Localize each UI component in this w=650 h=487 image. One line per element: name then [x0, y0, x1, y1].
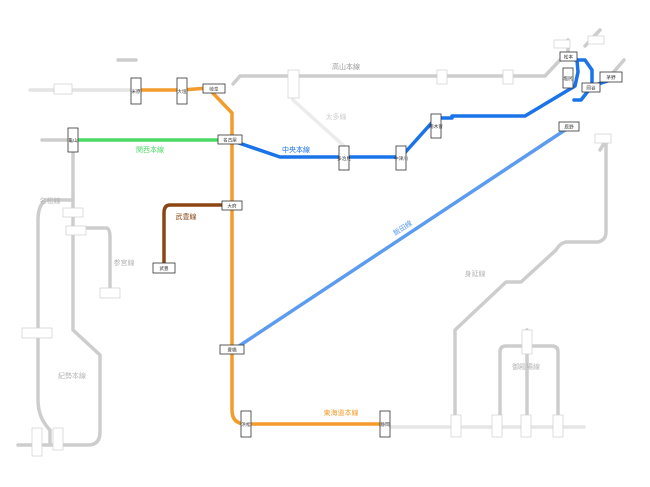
station-okaya[interactable]: 岡谷	[581, 82, 601, 93]
station-ogaki[interactable]: 大垣	[176, 77, 188, 105]
line-labels: 高山本線 太多線 関西本線 中央本線 名松線 参宮線 武豊線 飯田線 紀勢本線 …	[40, 62, 541, 417]
station-matsumoto-label: 松本	[564, 54, 574, 61]
station-hamamatsu[interactable]: 浜松	[240, 410, 252, 438]
dim-stations	[21, 35, 612, 457]
gray-lines	[16, 28, 626, 447]
label-takayama: 高山本線	[332, 62, 360, 71]
station-dim[interactable]	[502, 69, 514, 85]
label-kansai: 関西本線	[136, 145, 164, 154]
station-dim[interactable]	[287, 69, 300, 99]
station-kameyama-label: 亀山	[68, 137, 78, 144]
label-taketoyo: 武豊線	[176, 212, 197, 221]
station-dim[interactable]	[491, 414, 503, 438]
station-dim[interactable]	[552, 414, 564, 438]
station-toyohashi-label: 豊橋	[227, 347, 237, 354]
station-nakatsugawa[interactable]: 中津川	[394, 145, 408, 171]
station-dim[interactable]	[594, 133, 612, 144]
station-taketoyo[interactable]: 武豊	[152, 262, 176, 274]
station-shizuoka[interactable]: 静岡	[379, 410, 391, 438]
label-meisho: 名松線	[40, 196, 61, 205]
station-hamamatsu-label: 浜松	[241, 421, 251, 428]
station-okaya-label: 岡谷	[586, 85, 596, 92]
station-dim[interactable]	[21, 327, 53, 339]
station-dim[interactable]	[587, 35, 605, 45]
station-dim[interactable]	[52, 427, 64, 451]
station-dim[interactable]	[521, 329, 533, 355]
line-sangu[interactable]	[74, 226, 112, 292]
station-dim[interactable]	[520, 414, 532, 438]
station-minamikiso[interactable]: 南木曽	[429, 113, 443, 139]
label-tokaido: 東海道本線	[324, 408, 359, 417]
line-takayama[interactable]	[231, 58, 562, 86]
label-taita: 太多線	[326, 112, 347, 121]
label-sangu: 参宮線	[114, 258, 135, 267]
line-minobu[interactable]	[498, 344, 560, 424]
station-dim[interactable]	[450, 414, 462, 438]
label-gotemba: 御殿場線	[512, 362, 540, 371]
station-maibara[interactable]: 米原	[130, 77, 142, 105]
station-dim[interactable]	[436, 69, 448, 85]
station-nakatsugawa-label: 中津川	[394, 155, 408, 162]
station-matsumoto[interactable]: 松本	[559, 51, 578, 62]
station-dim[interactable]	[553, 39, 571, 49]
station-tatsuno[interactable]: 辰野	[558, 121, 580, 132]
station-nagoya-label: 名古屋	[223, 137, 237, 144]
station-chino[interactable]: 茅野	[599, 71, 623, 83]
station-shiojiri[interactable]: 塩尻	[562, 67, 574, 89]
station-ogaki-label: 大垣	[177, 88, 187, 95]
station-tajimi[interactable]: 多治見	[337, 145, 351, 171]
station-minamikiso-label: 南木曽	[429, 123, 443, 130]
line-iida[interactable]	[231, 126, 570, 352]
station-kameyama[interactable]: 亀山	[67, 127, 79, 153]
station-obu[interactable]: 大府	[221, 200, 243, 211]
label-minobu: 身延線	[465, 269, 486, 278]
line-chuo-spur[interactable]	[573, 58, 622, 88]
active-stations: 米原 大垣 岐阜 亀山 名古屋 大府 武豊 豊橋	[67, 51, 623, 438]
station-maibara-label: 米原	[131, 88, 141, 95]
station-gifu[interactable]: 岐阜	[202, 83, 226, 94]
line-iida-east[interactable]	[453, 138, 608, 424]
line-kisei[interactable]	[16, 198, 102, 447]
station-taketoyo-label: 武豊	[159, 265, 169, 272]
station-shiojiri-label: 塩尻	[563, 75, 573, 82]
station-dim[interactable]	[62, 207, 84, 218]
label-iida: 飯田線	[391, 218, 414, 237]
line-meisho[interactable]	[36, 143, 75, 447]
label-kisei: 紀勢本線	[58, 371, 86, 380]
station-obu-label: 大府	[227, 203, 237, 210]
station-dim[interactable]	[99, 287, 121, 299]
line-taketoyo[interactable]	[162, 203, 234, 271]
label-chuo: 中央本線	[282, 145, 310, 154]
station-tatsuno-label: 辰野	[564, 124, 574, 131]
station-toyohashi[interactable]: 豊橋	[219, 344, 245, 355]
station-dim[interactable]	[65, 225, 87, 236]
station-nagoya[interactable]: 名古屋	[217, 134, 243, 145]
station-shizuoka-label: 静岡	[380, 421, 390, 428]
station-dim[interactable]	[53, 83, 73, 95]
station-dim[interactable]	[31, 427, 43, 457]
station-gifu-label: 岐阜	[209, 86, 219, 93]
station-tajimi-label: 多治見	[337, 155, 351, 162]
station-chino-label: 茅野	[606, 74, 616, 81]
